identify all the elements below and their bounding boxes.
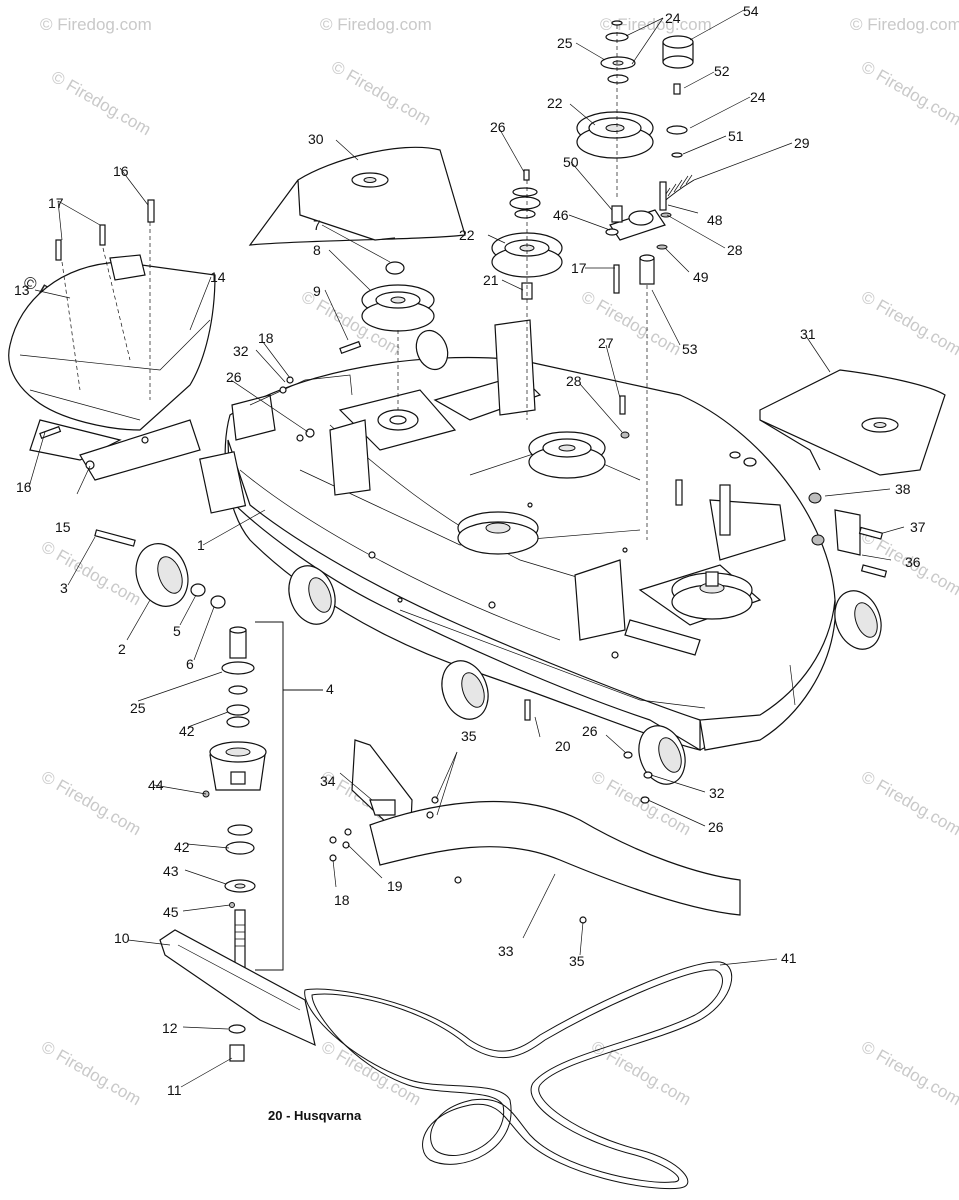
watermark-text: © Firedog.com <box>858 57 959 129</box>
callout-label: 33 <box>498 943 514 959</box>
callout-label: 32 <box>709 785 725 801</box>
watermark-text: © Firedog.com <box>858 1037 959 1109</box>
callout-label: 26 <box>490 119 506 135</box>
callout-label: 29 <box>794 135 810 151</box>
callout-label: 49 <box>693 269 709 285</box>
callout-label: 43 <box>163 863 179 879</box>
callout-label: 35 <box>461 728 477 744</box>
deck-wheels <box>288 329 882 785</box>
callout-label: 25 <box>557 35 573 51</box>
callout-label: 54 <box>743 3 759 19</box>
callout-label: 9 <box>313 283 321 299</box>
belt-covers <box>248 146 946 476</box>
callout-label: 38 <box>895 481 911 497</box>
center-idler <box>491 169 563 420</box>
callout-label: 14 <box>210 269 226 285</box>
callout-label: 48 <box>707 212 723 228</box>
callout-label: 18 <box>258 330 274 346</box>
callout-label: 44 <box>148 777 164 793</box>
callout-label: 8 <box>313 242 321 258</box>
callout-label: 41 <box>781 950 797 966</box>
callout-label: 16 <box>113 163 129 179</box>
callout-label: 17 <box>571 260 587 276</box>
callout-label: 4 <box>326 681 334 697</box>
watermark-text: © Firedog.com <box>38 1037 144 1109</box>
callout-label: 18 <box>334 892 350 908</box>
watermark-text: © Firedog.com <box>318 1037 424 1109</box>
misc-hardware <box>229 340 888 908</box>
part-number-labels: 54 24 25 52 24 22 51 29 26 50 48 46 28 2… <box>14 3 926 1098</box>
idler-assembly <box>576 20 695 540</box>
callout-label: 7 <box>313 217 321 233</box>
mower-blade <box>159 929 316 1062</box>
callout-label: 50 <box>563 154 579 170</box>
callout-label: 24 <box>750 89 766 105</box>
callout-label: 16 <box>16 479 32 495</box>
watermark-text: © Firedog.com <box>40 15 152 34</box>
watermark-text: © Firedog.com <box>38 537 144 609</box>
callout-leaders <box>28 9 905 1088</box>
callout-label: 3 <box>60 580 68 596</box>
callout-label: 10 <box>114 930 130 946</box>
callout-label: 32 <box>233 343 249 359</box>
callout-label: 37 <box>910 519 926 535</box>
callout-label: 42 <box>179 723 195 739</box>
callout-label: 13 <box>14 282 30 298</box>
callout-label: 27 <box>598 335 614 351</box>
watermark-text: © Firedog.com <box>850 15 959 34</box>
callout-label: 20 <box>555 738 571 754</box>
watermark-text: © Firedog.com <box>600 15 712 34</box>
callout-label: 28 <box>727 242 743 258</box>
callout-label: 22 <box>459 227 475 243</box>
spindle-assembly <box>202 621 323 971</box>
callout-label: 42 <box>174 839 190 855</box>
callout-label: 2 <box>118 641 126 657</box>
callout-label: 1 <box>197 537 205 553</box>
watermark-text: © Firedog.com <box>328 57 434 129</box>
callout-label: 26 <box>226 369 242 385</box>
callout-label: 19 <box>387 878 403 894</box>
callout-label: 51 <box>728 128 744 144</box>
deck-pulleys <box>457 431 753 620</box>
callout-label: 6 <box>186 656 194 672</box>
callout-label: 31 <box>800 326 816 342</box>
callout-label: 21 <box>483 272 499 288</box>
callout-label: 22 <box>547 95 563 111</box>
callout-label: 26 <box>708 819 724 835</box>
callout-label: 34 <box>320 773 336 789</box>
deck-baffle <box>329 699 741 924</box>
gauge-wheel <box>94 529 226 609</box>
watermark-text: © Firedog.com <box>320 15 432 34</box>
callout-label: 30 <box>308 131 324 147</box>
drive-belt <box>304 961 733 1190</box>
callout-label: 24 <box>665 10 681 26</box>
callout-label: 28 <box>566 373 582 389</box>
callout-label: 25 <box>130 700 146 716</box>
callout-label: 17 <box>48 195 64 211</box>
callout-label: 5 <box>173 623 181 639</box>
callout-label: 36 <box>905 554 921 570</box>
discharge-deflector <box>8 199 216 481</box>
callout-label: 35 <box>569 953 585 969</box>
spindle-pulley-top <box>361 261 435 410</box>
callout-label: 15 <box>55 519 71 535</box>
callout-label: 46 <box>553 207 569 223</box>
callout-label: 45 <box>163 904 179 920</box>
callout-label: 26 <box>582 723 598 739</box>
callout-label: 52 <box>714 63 730 79</box>
diagram-caption: 20 - Husqvarna <box>268 1108 362 1123</box>
watermark-text: © Firedog.com <box>578 287 684 359</box>
watermark-text: © Firedog.com <box>858 287 959 359</box>
watermark-text: © Firedog.com <box>858 767 959 839</box>
watermark-text: © Firedog.com <box>38 767 144 839</box>
callout-label: 12 <box>162 1020 178 1036</box>
callout-label: 53 <box>682 341 698 357</box>
watermark-text: © Firedog.com <box>48 67 154 139</box>
callout-label: 11 <box>167 1082 182 1098</box>
